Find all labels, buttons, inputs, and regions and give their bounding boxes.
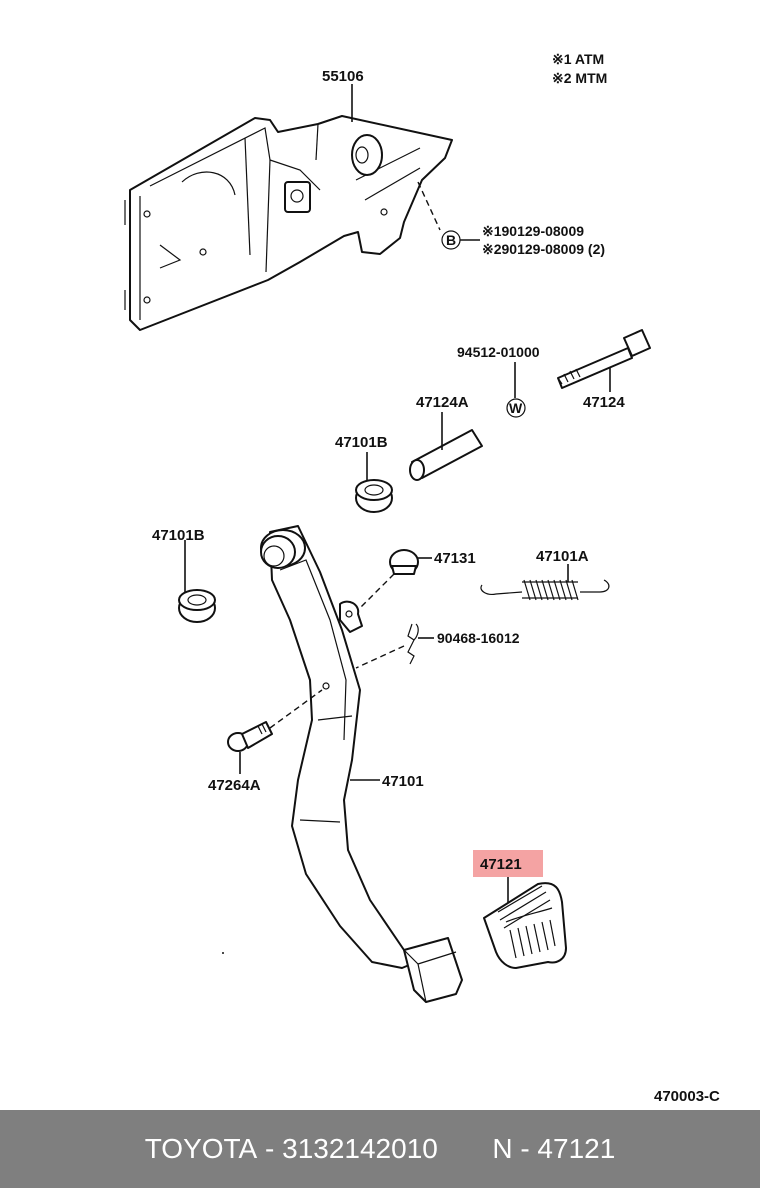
footer-brand: TOYOTA <box>144 1133 258 1164</box>
label-90468: 90468-16012 <box>437 630 520 646</box>
collar-47124A <box>409 429 483 481</box>
w-circle-icon <box>506 398 526 418</box>
diagram-code: 470003-C <box>654 1088 720 1105</box>
label-47121[interactable]: 47121 <box>480 856 522 873</box>
label-47131: 47131 <box>434 550 476 567</box>
pin-47264A <box>227 721 273 752</box>
label-94512: 94512-01000 <box>457 344 540 360</box>
stray-dot <box>222 952 224 954</box>
spring-47101A <box>480 579 610 601</box>
label-47101: 47101 <box>382 773 424 790</box>
label-47101A: 47101A <box>536 548 589 565</box>
pedal-pad-47121 <box>483 882 567 969</box>
footer-n-label: N - 47121 <box>492 1133 616 1164</box>
parts-diagram: ※1 ATM ※2 MTM 55106 B ※190129-08009 ※290… <box>124 51 720 1105</box>
label-47101B-left: 47101B <box>152 527 205 544</box>
clip-90468 <box>407 623 419 665</box>
bolt-47124 <box>557 329 651 389</box>
footer-gap <box>438 1133 492 1165</box>
pedal-pad-label-highlight <box>473 850 543 877</box>
pedal-arm-47101 <box>260 525 463 1003</box>
label-47124: 47124 <box>583 394 625 411</box>
cushion-47131 <box>389 549 419 575</box>
footer-separator: - <box>257 1133 283 1164</box>
w-symbol: W <box>509 400 523 416</box>
footer-part-number: 3132142010 <box>282 1133 438 1164</box>
pedal-bracket <box>124 115 453 331</box>
legend-atm: ※1 ATM <box>552 51 604 67</box>
label-55106: 55106 <box>322 68 364 85</box>
legend-mtm: ※2 MTM <box>552 70 607 86</box>
footer-bar: TOYOTA - 3132142010 N - 47121 <box>0 1110 760 1188</box>
label-90129-mtm: ※290129-08009 (2) <box>482 241 605 257</box>
b-symbol: B <box>446 232 456 248</box>
bushing-47101B-left <box>178 589 216 623</box>
label-47101B-upper: 47101B <box>335 434 388 451</box>
label-90129-atm: ※190129-08009 <box>482 223 584 239</box>
label-47264A: 47264A <box>208 777 261 794</box>
label-47124A: 47124A <box>416 394 469 411</box>
bushing-47101B-upper <box>355 479 393 513</box>
